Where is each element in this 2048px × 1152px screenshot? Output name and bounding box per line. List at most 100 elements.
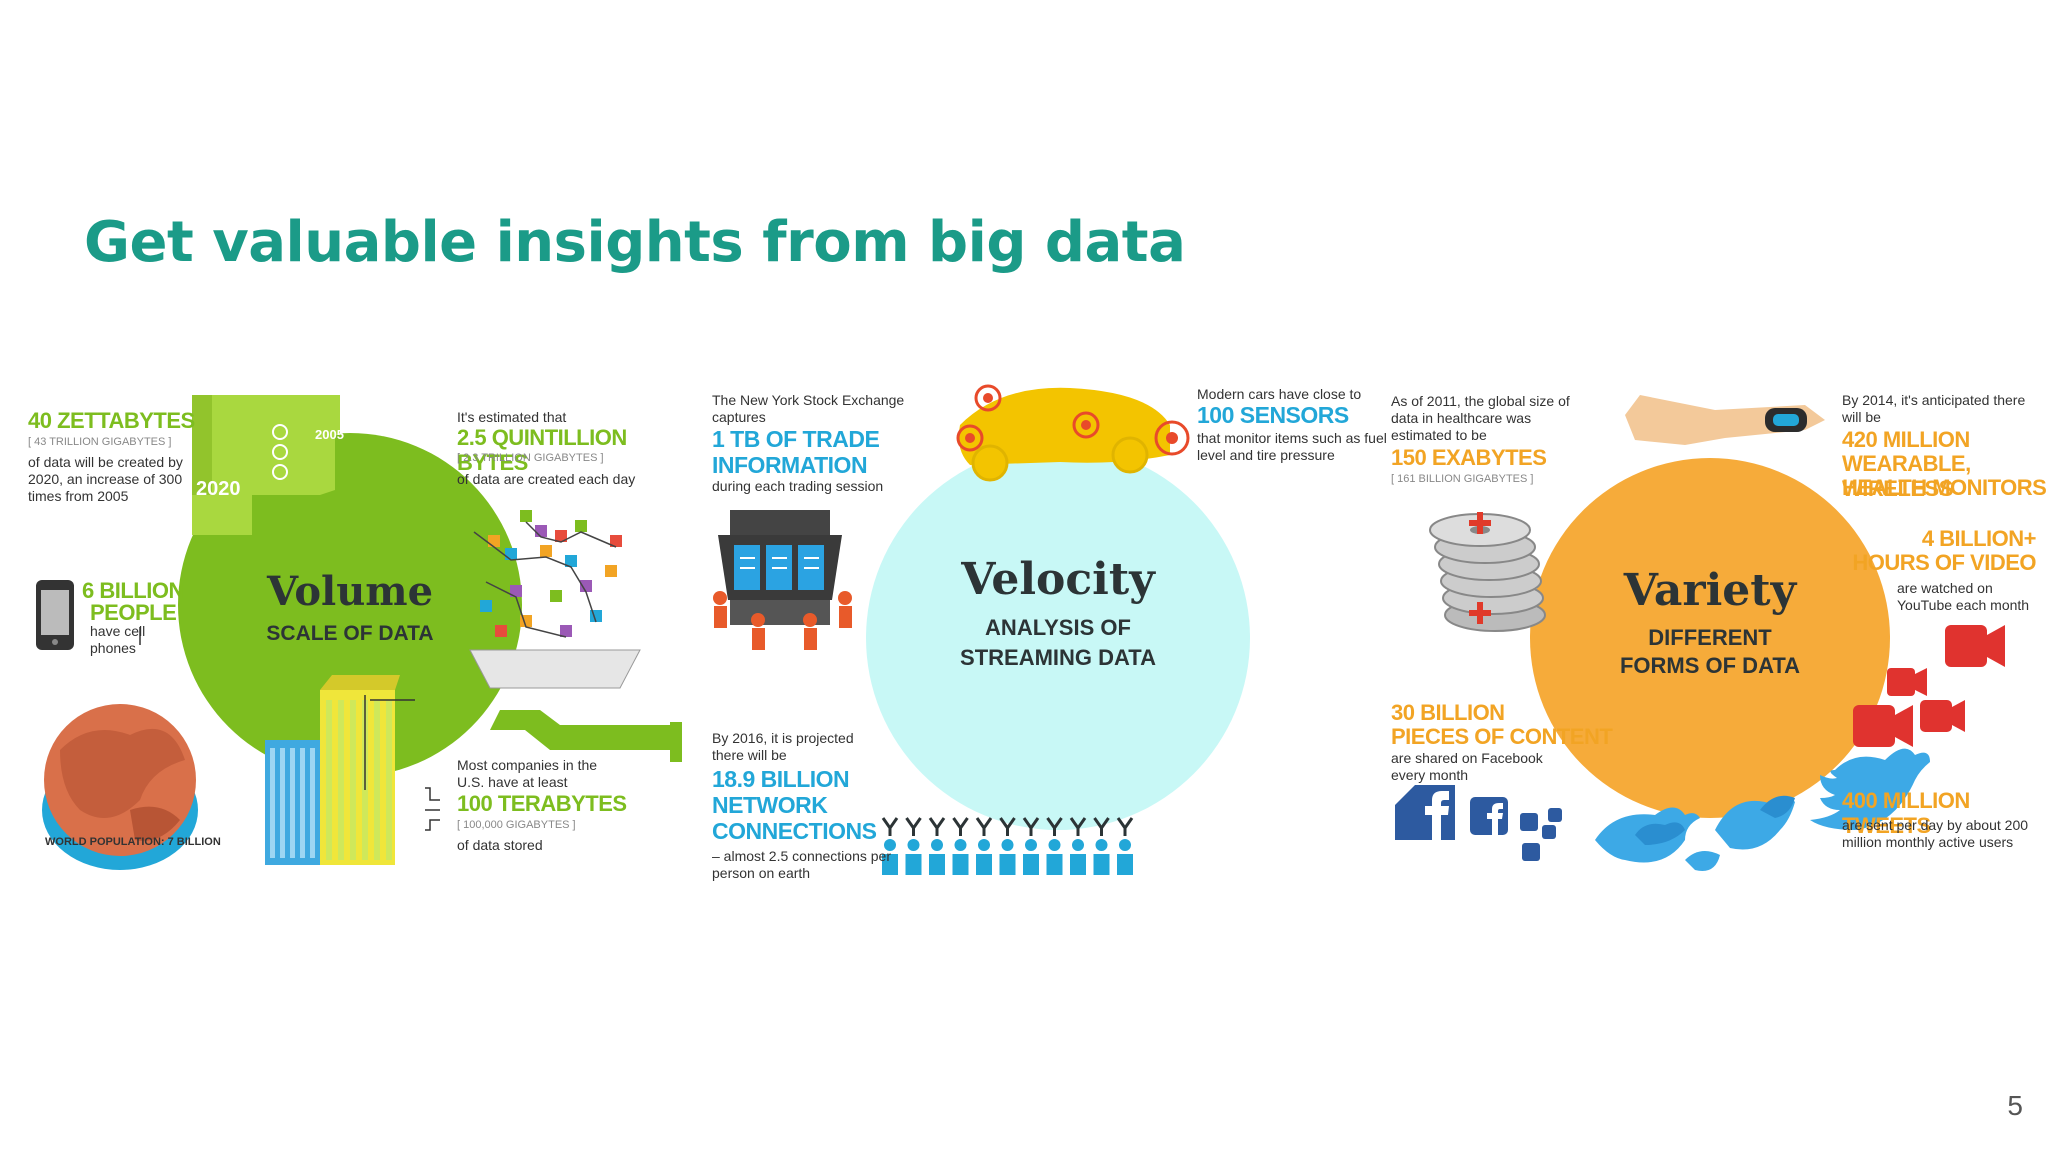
nyse-intro: The New York Stock Exchange captures: [712, 392, 905, 425]
person-body: [999, 854, 1016, 875]
antenna-icon: [1046, 817, 1063, 836]
nyse-text: during each trading session: [712, 478, 884, 494]
variety-heading: Variety: [1623, 565, 1797, 616]
wearable-arm-icon: [1625, 395, 1825, 445]
variety-panel: As of 2011, the global size of data in h…: [1385, 370, 2048, 900]
person-icon: [884, 839, 896, 851]
person-body: [1093, 854, 1110, 875]
person-icon: [1048, 839, 1061, 851]
data-cubes-icon: [468, 510, 641, 689]
antenna-icon: [952, 817, 969, 836]
person-icon: [1025, 839, 1037, 851]
network-intro: By 2016, it is projected there will be: [712, 730, 854, 763]
chip-year-2005: 2005: [315, 427, 344, 442]
antenna-icon: [1116, 817, 1134, 836]
velocity-heading: Velocity: [961, 554, 1155, 605]
person-body: [882, 854, 898, 875]
memory-chip-icon: [192, 395, 340, 535]
person-icon: [907, 839, 920, 851]
network-big-line3: CONNECTIONS: [712, 818, 877, 844]
nyse-big-line2: INFORMATION: [712, 452, 868, 478]
person-icon: [1095, 839, 1108, 851]
phone-icon: [36, 580, 74, 650]
antenna-icon: [999, 817, 1016, 836]
antenna-icon: [1093, 817, 1110, 836]
wearable-big-line2: WEARABLE, WIRELESS: [1842, 451, 1971, 501]
zettabytes-big: 40 ZETTABYTES: [28, 408, 195, 433]
healthcare-intro: As of 2011, the global size of data in h…: [1391, 393, 1570, 443]
variety-circle: [1530, 458, 1890, 818]
velocity-graphics: [713, 384, 1250, 875]
variety-sub-line2: FORMS OF DATA: [1619, 653, 1801, 678]
volume-subheading: SCALE OF DATA: [266, 622, 434, 645]
variety-sub-line1: DIFFERENT: [1648, 625, 1772, 650]
globe-icon: [42, 704, 198, 870]
page-title: Get valuable insights from big data: [84, 210, 1186, 275]
antenna-icon: [928, 817, 946, 836]
chip-year-2020: 2020: [196, 478, 241, 500]
person-body: [905, 854, 922, 875]
building-icon: [265, 675, 400, 865]
phones-big-line2: PEOPLE: [90, 600, 177, 625]
facebook-big-line2: PIECES OF CONTENT: [1391, 724, 1613, 749]
wearable-intro: By 2014, it's anticipated there will be: [1842, 392, 2026, 425]
phones-text: have cell phones: [90, 623, 146, 656]
video-text: are watched on YouTube each month: [1897, 580, 2030, 613]
wearable-big-line3: HEALTH MONITORS: [1842, 475, 2047, 500]
velocity-panel: The New York Stock Exchange captures 1 T…: [700, 370, 1390, 900]
person-body: [1070, 854, 1086, 875]
person-icon: [931, 839, 943, 851]
person-body: [1023, 854, 1039, 875]
person-icon: [978, 839, 990, 851]
video-big-line1: 4 BILLION+: [1921, 526, 2037, 551]
nyse-big-line1: 1 TB OF TRADE: [712, 426, 880, 452]
volume-heading: Volume: [266, 568, 434, 615]
zettabytes-text: of data will be created by 2020, an incr…: [28, 454, 183, 504]
volume-connector: [490, 710, 670, 750]
stored-big: 100 TERABYTES: [457, 791, 627, 816]
bytes-intro: It's estimated that: [457, 409, 567, 425]
wearable-big-line1: 420 MILLION: [1842, 427, 1970, 452]
network-big-line2: NETWORK: [712, 792, 828, 818]
car-icon: [956, 384, 1190, 482]
twitter-birds-icon: [1595, 748, 1930, 871]
person-icon: [1001, 839, 1014, 851]
velocity-sub-line2: STREAMING DATA: [960, 645, 1156, 670]
bytes-big: 2.5 QUINTILLION BYTES: [457, 425, 627, 475]
phones-big-line1: 6 BILLION: [82, 578, 184, 603]
velocity-circle: [866, 446, 1250, 830]
person-icon: [1072, 839, 1084, 851]
network-people-icon: [881, 817, 1134, 875]
person-icon: [1119, 839, 1131, 851]
bytes-text: of data are created each day: [457, 471, 636, 487]
facebook-text: are shared on Facebook every month: [1391, 750, 1543, 783]
network-text: – almost 2.5 connections per person on e…: [712, 848, 891, 881]
sensors-text: that monitor items such as fuel level an…: [1197, 430, 1387, 463]
facebook-big-line1: 30 BILLION: [1391, 700, 1505, 725]
video-big-line2: HOURS OF VIDEO: [1852, 550, 2036, 575]
antenna-icon: [905, 817, 922, 836]
stock-exchange-icon: [713, 510, 852, 650]
network-big-line1: 18.9 BILLION: [712, 766, 850, 792]
person-body: [1046, 854, 1063, 875]
healthcare-big: 150 EXABYTES: [1391, 445, 1547, 470]
bytes-bracket: [ 2.3 TRILLION GIGABYTES ]: [457, 452, 604, 464]
healthcare-bracket: [ 161 BILLION GIGABYTES ]: [1391, 473, 1534, 485]
disc-stack-icon: [1429, 512, 1546, 632]
antenna-icon: [1022, 817, 1040, 836]
velocity-sub-line1: ANALYSIS OF: [985, 615, 1131, 640]
person-body: [929, 854, 945, 875]
tweets-big: 400 MILLION TWEETS: [1842, 788, 1970, 838]
antenna-icon: [881, 817, 899, 836]
person-body: [1117, 854, 1133, 875]
zettabytes-bracket: [ 43 TRILLION GIGABYTES ]: [28, 436, 172, 448]
stored-intro: Most companies in the U.S. have at least: [457, 757, 598, 790]
antenna-icon: [1069, 817, 1087, 836]
world-population: WORLD POPULATION: 7 BILLION: [45, 836, 221, 848]
variety-graphics: [1395, 395, 2005, 871]
person-icon: [954, 839, 967, 851]
youtube-icons: [1853, 625, 2005, 747]
tweets-text: are sent per day by about 200 million mo…: [1842, 817, 2029, 850]
volume-panel: 40 ZETTABYTES [ 43 TRILLION GIGABYTES ] …: [20, 370, 700, 900]
stored-text: of data stored: [457, 837, 543, 853]
